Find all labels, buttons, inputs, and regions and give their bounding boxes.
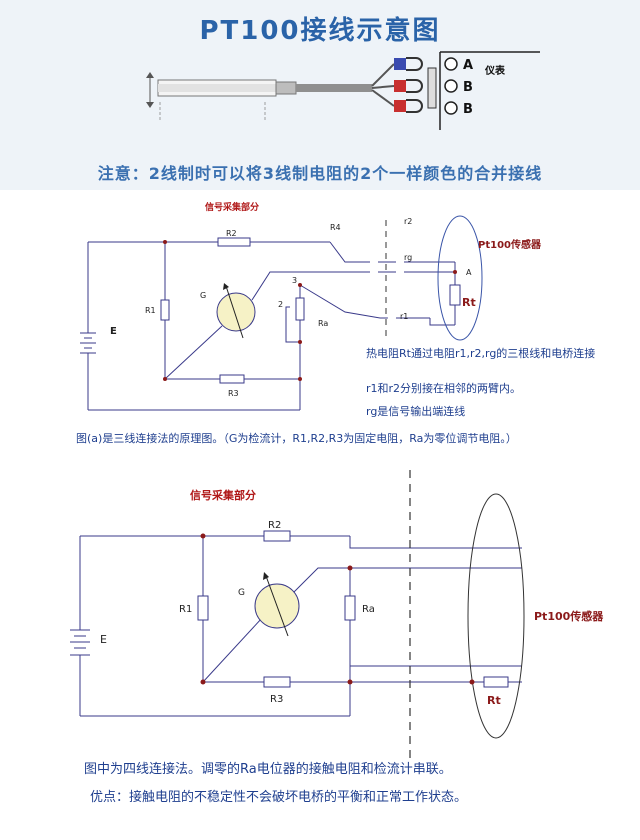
figure-caption: 图(a)是三线连接法的原理图。（G为检流计，R1,R2,R3为固定电阻，Ra为零… xyxy=(76,432,517,445)
section-label: 信号采集部分 xyxy=(190,488,256,502)
resistor-r2 xyxy=(263,530,291,542)
wire-rg xyxy=(251,271,440,301)
sensor-label: Pt100传感器 xyxy=(478,238,542,251)
node xyxy=(163,377,167,381)
note-line-2: r1和r2分别接在相邻的两臂内。 xyxy=(366,382,522,395)
label-node-3: 3 xyxy=(292,276,297,285)
section-label: 信号采集部分 xyxy=(205,201,259,213)
dimension-arrow xyxy=(146,72,154,78)
probe-transition xyxy=(275,81,297,95)
terminal-b2 xyxy=(444,101,458,115)
fork-lug xyxy=(406,79,423,93)
node xyxy=(298,340,302,344)
node xyxy=(298,283,302,287)
wiring-note: 注意：2线制时可以将3线制电阻的2个一样颜色的合并接线 xyxy=(97,164,543,183)
four-wire-circuit: 信号采集部分 Pt100传感器 R2 R1 R3 G E Ra Rt xyxy=(70,470,604,760)
wire-r1 xyxy=(299,284,430,319)
wire-r2 xyxy=(329,241,440,263)
top-banner xyxy=(0,0,640,190)
resistor-r2 xyxy=(217,237,251,247)
wire xyxy=(291,567,522,595)
label-wire-r1: r1 xyxy=(400,312,408,321)
node xyxy=(163,240,167,244)
wire xyxy=(429,318,455,326)
node xyxy=(200,679,206,685)
node xyxy=(200,533,206,539)
dimension-arrow xyxy=(146,102,154,108)
node xyxy=(347,679,353,685)
resistor-rt xyxy=(483,676,509,688)
probe-highlight xyxy=(158,84,276,92)
terminal-b1-label: B xyxy=(463,80,473,95)
wire xyxy=(164,325,223,380)
sensor-boundary xyxy=(467,493,525,739)
wire xyxy=(349,662,522,667)
lead-wire xyxy=(371,89,395,107)
wiper-wire xyxy=(285,306,300,343)
label-g: G xyxy=(200,291,206,300)
label-r1: R1 xyxy=(145,306,156,315)
resistor-r1 xyxy=(197,595,209,621)
node xyxy=(298,377,302,381)
sensor-label: Pt100传感器 xyxy=(534,609,604,623)
label-wire-rg: rg xyxy=(404,253,412,262)
label-r2: R2 xyxy=(268,520,281,531)
label-wire-r2: r2 xyxy=(404,217,412,226)
arrow-icon xyxy=(223,283,229,290)
label-node-a: A xyxy=(466,268,472,277)
three-wire-circuit: 信号采集部分 Pt100传感器 R2 R1 R3 R4 G E Ra Rt r2… xyxy=(80,201,542,411)
terminal-b1 xyxy=(444,79,458,93)
note-line-1: 热电阻Rt通过电阻r1,r2,rg的三根线和电桥连接 xyxy=(366,347,596,360)
red-sleeve xyxy=(394,100,406,112)
label-e: E xyxy=(100,633,107,646)
terminal-block xyxy=(427,67,437,109)
description-text: 图中为四线连接法。调零的Ra电位器的接触电阻和检流计串联。 xyxy=(84,762,452,777)
label-ra: Ra xyxy=(318,319,328,328)
terminal-a xyxy=(444,57,458,71)
label-r4: R4 xyxy=(330,223,341,232)
resistor-rt xyxy=(449,284,461,306)
node xyxy=(347,565,353,571)
probe-cable xyxy=(296,84,372,92)
red-sleeve xyxy=(394,80,406,92)
label-rt: Rt xyxy=(462,296,476,309)
label-r3: R3 xyxy=(228,389,239,398)
galvanometer xyxy=(216,292,256,332)
sensor-boundary xyxy=(437,215,483,341)
label-r3: R3 xyxy=(270,694,283,705)
galvanometer-needle xyxy=(225,285,244,339)
label-r1: R1 xyxy=(179,604,192,615)
label-g: G xyxy=(238,588,245,598)
blue-sleeve xyxy=(394,58,406,70)
note-line-3: rg是信号输出端连线 xyxy=(366,405,466,418)
wire xyxy=(349,536,522,549)
arrow-icon xyxy=(263,572,269,580)
fork-lug xyxy=(406,99,423,113)
resistor-ra xyxy=(344,595,356,621)
resistor-r1 xyxy=(160,299,170,321)
label-e: E xyxy=(110,326,117,337)
fork-lug xyxy=(406,57,423,71)
instrument-label: 仪表 xyxy=(484,64,506,77)
probe-illustration: A B B 仪表 xyxy=(146,51,540,130)
lead-wire xyxy=(371,63,395,87)
label-ra: Ra xyxy=(362,604,375,615)
resistor-ra xyxy=(295,297,305,321)
label-r2: R2 xyxy=(226,229,237,238)
advantage-text: 优点：接触电阻的不稳定性不会破坏电桥的平衡和正常工作状态。 xyxy=(90,790,468,805)
resistor-r3 xyxy=(219,374,245,384)
node xyxy=(469,679,475,685)
node xyxy=(453,270,457,274)
lead-wire xyxy=(371,85,395,89)
galvanometer-needle xyxy=(265,575,289,637)
label-node-2: 2 xyxy=(278,300,283,309)
wire xyxy=(202,617,263,683)
page-title: PT100接线示意图 xyxy=(199,16,441,46)
terminal-b2-label: B xyxy=(463,102,473,117)
label-rt: Rt xyxy=(487,694,501,707)
terminal-a-label: A xyxy=(463,58,473,73)
resistor-r3 xyxy=(263,676,291,688)
